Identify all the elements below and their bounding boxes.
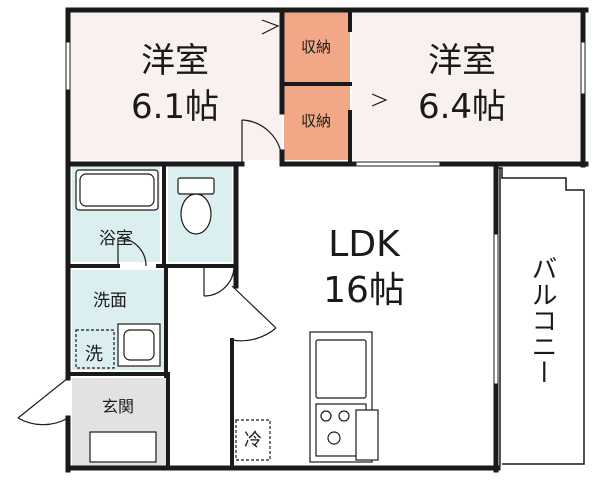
ldk-name: LDK: [328, 224, 401, 265]
walls: [65, 7, 589, 473]
entrance-label: 玄関: [102, 397, 134, 416]
western-room-1-name: 洋室: [141, 41, 209, 81]
bathroom-label: 浴室: [99, 229, 133, 249]
closet-2-floor: [284, 86, 350, 160]
doors: [17, 19, 388, 426]
ldk-size: 16帖: [323, 270, 405, 311]
balcony-label: バルコニー: [527, 255, 557, 385]
western-room-2-size: 6.4帖: [418, 87, 506, 127]
room-labels: 洋室 6.1帖 洋室 6.4帖 収納 収納 LDK 16帖 浴室 洗面 洗 玄関…: [85, 38, 557, 451]
windows: [65, 40, 586, 386]
washroom-label: 洗面: [93, 291, 127, 311]
closet-2-label: 収納: [301, 112, 331, 130]
fixtures: [75, 169, 379, 463]
western-room-2-name: 洋室: [428, 41, 496, 81]
western-room-1-size: 6.1帖: [131, 87, 219, 127]
balcony-outline: [498, 167, 585, 466]
laundry-label: 洗: [85, 344, 103, 365]
balcony-floor: [502, 170, 584, 462]
fridge-label: 冷: [244, 430, 262, 451]
western-room-1-floor: [70, 12, 282, 160]
closet-1-floor: [284, 12, 350, 82]
western-room-2-floor: [352, 12, 580, 160]
closet-1-label: 収納: [301, 38, 331, 56]
